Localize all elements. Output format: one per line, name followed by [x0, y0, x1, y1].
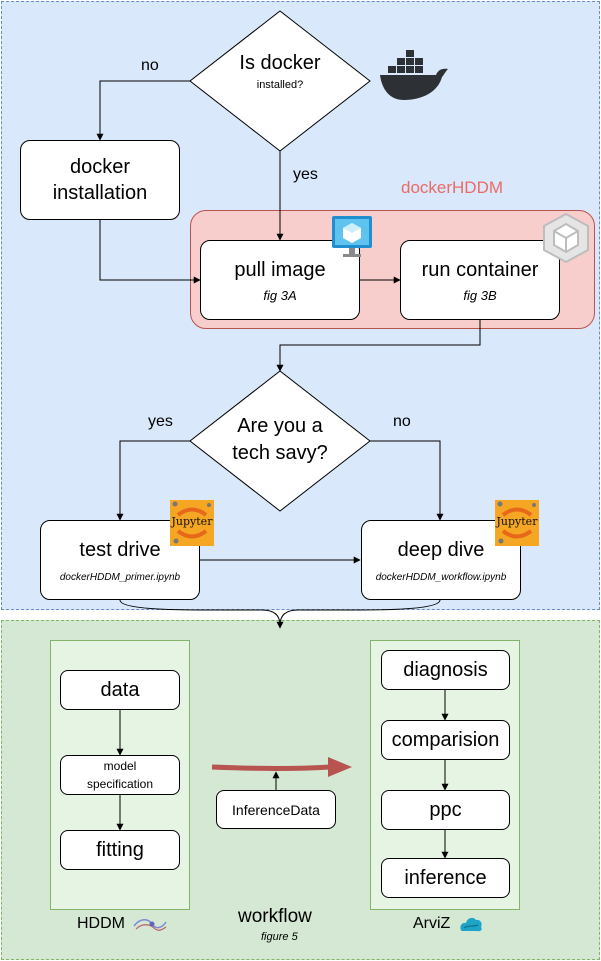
red-transfer-arrow — [211, 764, 331, 771]
workflow-figure-label: figure 5 — [261, 931, 298, 943]
fitting-node: fitting — [60, 830, 180, 870]
jupyter-icon: Jupyter — [495, 500, 539, 546]
docker-installation-node: docker installation — [20, 140, 180, 220]
data-node: data — [60, 670, 180, 710]
edge-no-label: no — [141, 57, 159, 74]
edge-yes2-label: yes — [148, 413, 173, 430]
edge-install-to-pull — [99, 220, 201, 284]
ppc-node: ppc — [381, 790, 510, 830]
run-container-node: run container fig 3B — [400, 240, 560, 320]
arviz-caption: ArviZ — [413, 915, 451, 932]
container-cube-icon — [543, 212, 589, 264]
decision-tech-diamond — [189, 370, 371, 512]
edge-no-tech — [370, 440, 444, 521]
deep-dive-node: deep dive dockerHDDM_workflow.ipynb — [361, 520, 521, 600]
inference-data-node: InferenceData — [216, 790, 336, 829]
pull-image-node: pull image fig 3A — [200, 240, 360, 320]
model-specification-node: model specification — [60, 755, 180, 795]
decision-tech-label: Are you a tech savy? — [232, 415, 328, 464]
decision-docker-label: Is docker installed? — [239, 52, 321, 91]
diagnosis-node: diagnosis — [381, 650, 510, 690]
arviz-logo-icon — [460, 917, 482, 932]
docker-whale-icon — [380, 50, 448, 100]
container-registry-icon — [332, 216, 372, 257]
merge-brace — [119, 599, 441, 626]
edge-no-docker — [96, 80, 190, 141]
hddm-logo-icon — [133, 919, 167, 931]
comparision-node: comparision — [381, 720, 510, 760]
edge-yes-label: yes — [293, 166, 318, 183]
jupyter-icon: Jupyter — [170, 500, 214, 546]
inference-node: inference — [381, 858, 510, 898]
workflow-title: workflow — [238, 906, 312, 927]
edge-yes-tech — [116, 440, 190, 521]
edge-no2-label: no — [393, 413, 411, 430]
docker-hddm-label: dockerHDDM — [401, 178, 504, 197]
hddm-caption: HDDM — [77, 915, 125, 932]
edge-run-to-tech — [276, 320, 481, 372]
